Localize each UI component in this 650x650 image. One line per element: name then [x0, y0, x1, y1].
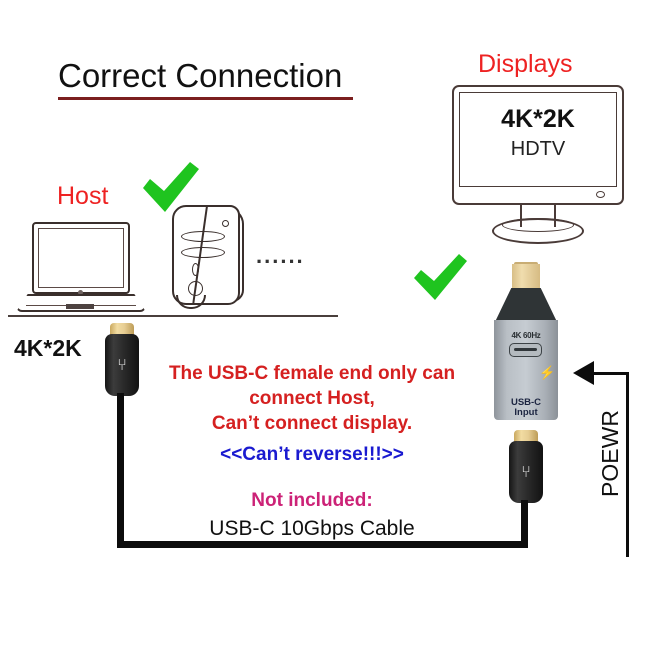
pc-tower-drive-slot [181, 231, 225, 242]
cable-segment-left [117, 393, 124, 548]
adapter-shroud [494, 288, 558, 324]
usbc-connector-tip [514, 430, 538, 443]
usbc-connector-body [509, 441, 543, 503]
cable-segment-bottom [117, 541, 527, 548]
laptop-screen [38, 228, 124, 288]
usbc-connector-tip [110, 323, 134, 336]
laptop-hinge-dot [78, 290, 83, 295]
monitor-neck [520, 205, 556, 227]
desk-line [8, 315, 338, 317]
monitor-resolution-text: 4K*2K [501, 105, 575, 133]
title-underline [58, 97, 353, 100]
cannot-reverse-note: <<Can’t reverse!!!>> [220, 444, 404, 465]
adapter-usbc-port-slot [514, 348, 537, 351]
laptop-base [16, 294, 146, 312]
cable-name-label: USB-C 10Gbps Cable [209, 517, 415, 540]
hdmi-plug-contacts [512, 264, 540, 290]
adapter-label-input: Input [514, 407, 538, 418]
adapter-body [494, 320, 558, 420]
pc-tower-top-dot [222, 220, 229, 227]
usbc-connector-body [105, 334, 139, 396]
lightning-bolt-icon: ⚡ [539, 365, 556, 380]
pc-tower-power-button-icon [188, 281, 203, 296]
host-label: Host [57, 182, 109, 210]
usb-superspeed-icon: ⑂ [521, 464, 531, 481]
monitor-base-inner [502, 218, 574, 232]
monitor-power-led-icon [596, 191, 605, 198]
pc-tower-indicator [192, 263, 199, 276]
power-arrow-line-vertical [626, 372, 629, 557]
monitor-screen [459, 92, 617, 187]
monitor-type-text: HDTV [510, 138, 566, 160]
adapter-4k-marking: 4K 60Hz [511, 331, 541, 340]
monitor-illustration [452, 85, 630, 245]
displays-label: Displays [478, 50, 573, 78]
more-devices-ellipsis: ...... [256, 243, 305, 268]
pc-tower-drive-slot [181, 247, 225, 258]
green-check-icon [412, 252, 470, 309]
power-arrowhead-icon [573, 361, 594, 385]
warning-line-3: Can’t connect display. [211, 413, 413, 434]
laptop-trackpad [66, 304, 94, 309]
warning-line-2: connect Host, [249, 388, 375, 409]
pc-tower-foot [176, 295, 206, 309]
usb-superspeed-icon: ⑂ [117, 357, 127, 374]
warning-line-1: The USB-C female end only can [168, 363, 456, 384]
adapter-label-usbc: USB-C [510, 397, 542, 408]
green-check-icon [140, 160, 202, 221]
power-arrow-line-horizontal [592, 372, 628, 375]
cable-segment-right [521, 500, 528, 548]
power-label: POEWR [596, 410, 623, 497]
page-title: Correct Connection [58, 57, 343, 94]
source-resolution-label: 4K*2K [14, 335, 82, 361]
not-included-label: Not included: [251, 490, 373, 511]
